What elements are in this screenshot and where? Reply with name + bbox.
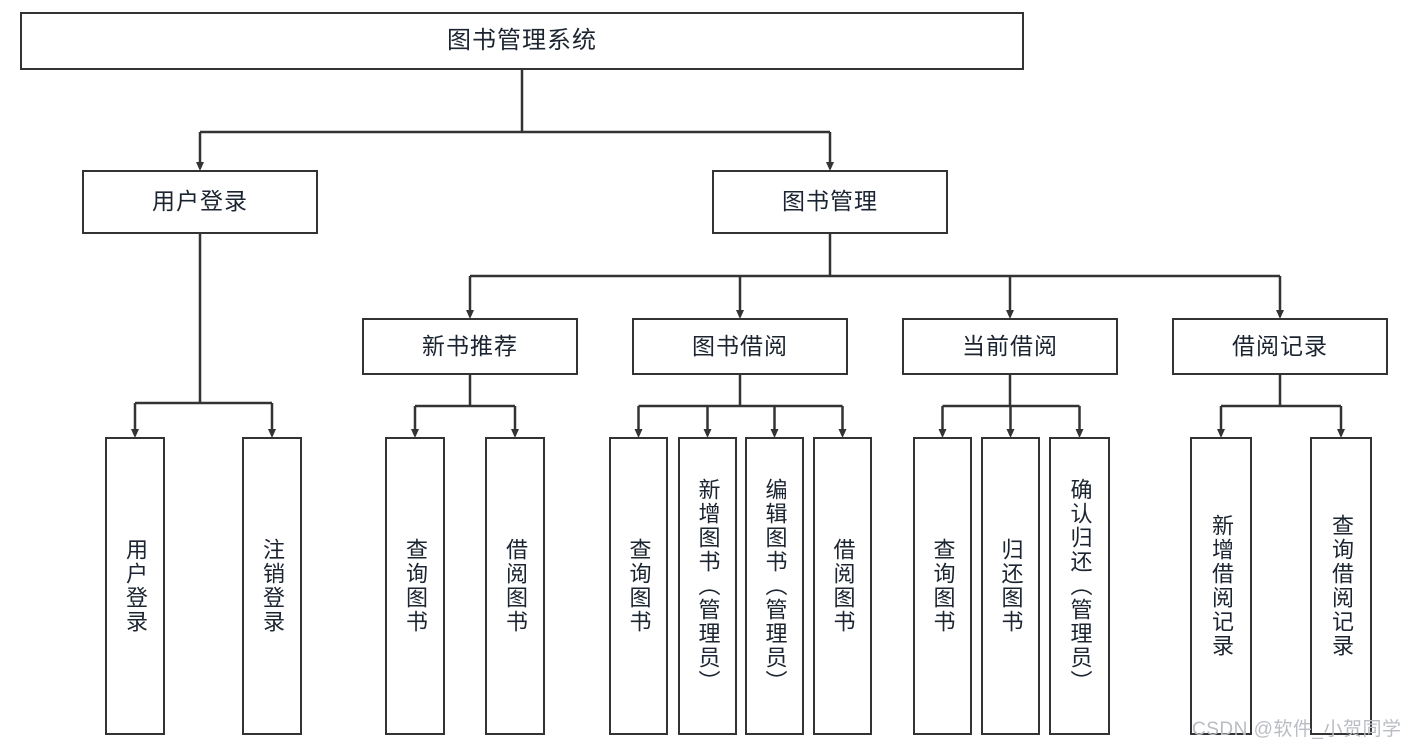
node-leaf-borrow-1[interactable]: 借阅图书 <box>485 437 545 735</box>
node-label: 注销登录 <box>259 538 285 634</box>
node-user-login[interactable]: 用户登录 <box>82 170 318 234</box>
node-current-borrow[interactable]: 当前借阅 <box>902 318 1118 375</box>
node-label: 新增借阅记录 <box>1208 514 1234 658</box>
node-label: 新书推荐 <box>422 332 518 359</box>
node-label: 借阅图书 <box>830 538 856 634</box>
node-label: 查询图书 <box>930 538 956 634</box>
node-label: 图书管理系统 <box>447 26 597 54</box>
node-leaf-edit-book[interactable]: 编辑图书（管理员） <box>745 437 804 735</box>
node-label: 编辑图书（管理员） <box>762 478 788 694</box>
node-leaf-logout[interactable]: 注销登录 <box>242 437 302 735</box>
node-leaf-query-rec[interactable]: 查询借阅记录 <box>1310 437 1372 735</box>
node-label: 查询借阅记录 <box>1328 514 1354 658</box>
node-label: 查询图书 <box>626 538 652 634</box>
node-borrow-record[interactable]: 借阅记录 <box>1172 318 1388 375</box>
node-label: 用户登录 <box>152 188 248 215</box>
node-leaf-query-3[interactable]: 查询图书 <box>913 437 972 735</box>
node-label: 借阅图书 <box>502 538 528 634</box>
node-leaf-query-2[interactable]: 查询图书 <box>609 437 668 735</box>
node-label: 用户登录 <box>122 538 148 634</box>
node-book-borrow[interactable]: 图书借阅 <box>632 318 848 375</box>
node-label: 新增图书（管理员） <box>695 478 721 694</box>
node-leaf-add-rec[interactable]: 新增借阅记录 <box>1190 437 1252 735</box>
node-label: 借阅记录 <box>1232 332 1328 359</box>
node-leaf-confirm[interactable]: 确认归还（管理员） <box>1049 437 1110 735</box>
node-book-manage[interactable]: 图书管理 <box>712 170 948 234</box>
node-root[interactable]: 图书管理系统 <box>20 12 1024 70</box>
node-label: 图书借阅 <box>692 332 788 359</box>
node-label: 确认归还（管理员） <box>1067 478 1093 694</box>
node-leaf-user-login[interactable]: 用户登录 <box>105 437 165 735</box>
node-label: 当前借阅 <box>962 332 1058 359</box>
node-label: 图书管理 <box>782 188 878 215</box>
node-label: 查询图书 <box>402 538 428 634</box>
node-leaf-borrow-2[interactable]: 借阅图书 <box>813 437 872 735</box>
node-label: 归还图书 <box>998 538 1024 634</box>
node-new-book-rec[interactable]: 新书推荐 <box>362 318 578 375</box>
node-leaf-query-1[interactable]: 查询图书 <box>385 437 445 735</box>
node-leaf-return[interactable]: 归还图书 <box>981 437 1040 735</box>
node-leaf-add-book[interactable]: 新增图书（管理员） <box>678 437 737 735</box>
